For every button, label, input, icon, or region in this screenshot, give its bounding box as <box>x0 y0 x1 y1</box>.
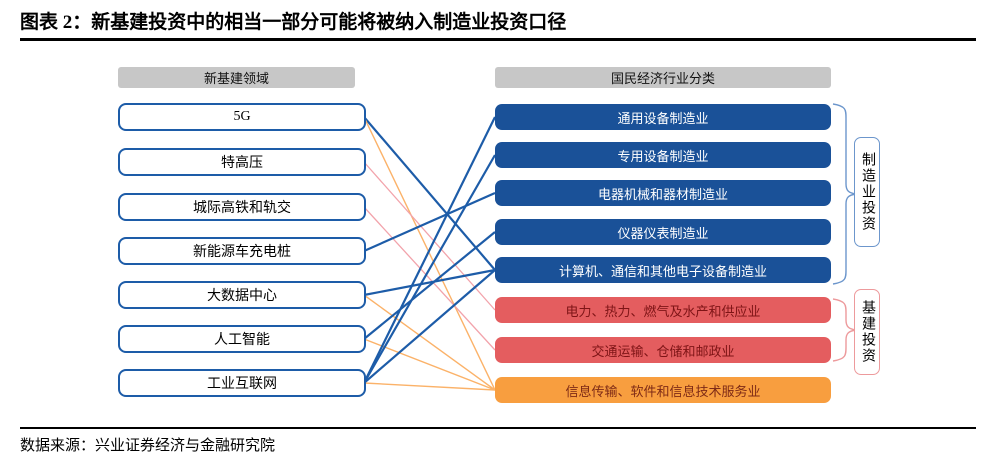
group-label-manufacturing-investment: 制造业投资 <box>854 137 880 247</box>
footer-rule <box>20 427 976 429</box>
connector-line <box>363 116 496 384</box>
data-source-note: 数据来源：兴业证券经济与金融研究院 <box>20 438 276 454</box>
connector-line <box>363 116 496 391</box>
group-label-infrastructure-investment: 基建投资 <box>854 289 880 375</box>
title-underline <box>20 38 976 41</box>
connector-line <box>363 382 496 391</box>
left-item-box: 5G <box>118 103 366 131</box>
left-item-box: 工业互联网 <box>118 369 366 397</box>
figure-title: 图表 2：新基建投资中的相当一部分可能将被纳入制造业投资口径 <box>20 12 567 33</box>
connector-line <box>363 154 496 384</box>
connector-line <box>363 116 496 271</box>
connector-line <box>363 294 496 391</box>
left-column-header: 新基建领域 <box>118 67 355 88</box>
connector-line <box>363 206 496 351</box>
right-item-box: 专用设备制造业 <box>495 142 831 168</box>
left-item-box: 特高压 <box>118 148 366 176</box>
group-brace <box>832 103 857 285</box>
connector-line <box>363 268 496 297</box>
connector-line <box>363 269 496 384</box>
left-item-box: 人工智能 <box>118 325 366 353</box>
right-column-header: 国民经济行业分类 <box>495 67 831 88</box>
right-item-box: 通用设备制造业 <box>495 104 831 130</box>
right-item-box: 交通运输、仓储和邮政业 <box>495 337 831 363</box>
right-item-box: 计算机、通信和其他电子设备制造业 <box>495 257 831 283</box>
connector-line <box>363 191 496 253</box>
right-item-box: 仪器仪表制造业 <box>495 219 831 245</box>
connector-line <box>363 338 496 391</box>
left-item-box: 新能源车充电桩 <box>118 237 366 265</box>
connector-line <box>363 231 496 340</box>
group-brace <box>832 298 857 362</box>
connector-line <box>363 161 496 311</box>
left-item-box: 大数据中心 <box>118 281 366 309</box>
right-item-box: 电器机械和器材制造业 <box>495 180 831 206</box>
right-item-box: 信息传输、软件和信息技术服务业 <box>495 377 831 403</box>
right-item-box: 电力、热力、燃气及水产和供应业 <box>495 297 831 323</box>
left-item-box: 城际高铁和轨交 <box>118 193 366 221</box>
